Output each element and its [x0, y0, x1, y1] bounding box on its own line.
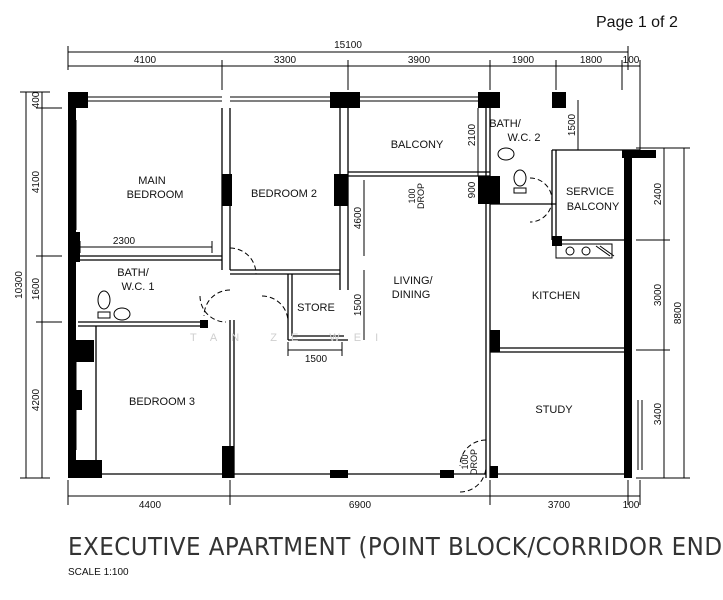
scale-label: SCALE 1:100: [68, 567, 129, 578]
watermark: TAN ZE WEI: [190, 332, 392, 344]
dim-right-2: 3000: [653, 283, 664, 306]
living-label-2: DINING: [392, 289, 431, 301]
drop-2-value: 100: [460, 454, 470, 469]
bath2-label-2: W.C. 2: [507, 132, 540, 144]
living-label-1: LIVING/: [393, 275, 433, 287]
partition-walls: [78, 108, 640, 478]
dim-top-2: 3300: [274, 55, 297, 66]
dim-store-width: 1500: [305, 354, 328, 365]
dim-top-5: 1800: [580, 55, 603, 66]
service-balcony-label-2: BALCONY: [567, 201, 620, 213]
dimension-labels: 15100 4100 3300 3900 1900 1800 100 4400 …: [14, 40, 684, 511]
main-bedroom-label-1: MAIN: [138, 175, 166, 187]
dim-top-3: 3900: [408, 55, 431, 66]
dim-bottom-3: 3700: [548, 500, 571, 511]
structural-walls: [68, 92, 656, 478]
dim-right-total: 8800: [673, 301, 684, 324]
page-indicator: Page 1 of 2: [596, 14, 678, 31]
dim-bottom-4: 100: [623, 500, 640, 511]
dim-bed2-depth: 4600: [353, 206, 364, 229]
dim-top-1: 4100: [134, 55, 157, 66]
plan-title: EXECUTIVE APARTMENT (POINT BLOCK/CORRIDO…: [68, 532, 723, 561]
study-label: STUDY: [535, 404, 573, 416]
dim-bath2-depth: 1500: [567, 113, 578, 136]
drop-1-label: DROP: [416, 183, 426, 209]
dim-left-total: 10300: [14, 271, 25, 299]
dim-balcony-depth: 2100: [467, 123, 478, 146]
drop-1-value: 100: [407, 188, 417, 203]
kitchen-label: KITCHEN: [532, 290, 580, 302]
fixtures: [97, 147, 615, 321]
dim-bottom-1: 4400: [139, 500, 162, 511]
dim-left-2: 4100: [31, 170, 42, 193]
bedroom3-label: BEDROOM 3: [129, 396, 195, 408]
dim-top-total: 15100: [334, 40, 362, 51]
dim-right-1: 2400: [653, 182, 664, 205]
dim-left-4: 4200: [31, 388, 42, 411]
dim-right-3: 3400: [653, 402, 664, 425]
dim-top-6: 100: [623, 55, 640, 66]
dim-top-4: 1900: [512, 55, 535, 66]
service-balcony-label-1: SERVICE: [566, 186, 614, 198]
dim-left-3: 1600: [31, 277, 42, 300]
dimension-lines: [20, 46, 690, 505]
dim-bottom-2: 6900: [349, 500, 372, 511]
doors: [199, 177, 553, 493]
bath1-label-2: W.C. 1: [121, 281, 154, 293]
dim-bath1-width: 2300: [113, 236, 136, 247]
balcony-label: BALCONY: [391, 139, 444, 151]
dim-store-side: 1500: [353, 293, 364, 316]
store-label: STORE: [297, 302, 335, 314]
dim-living-side: 900: [467, 181, 478, 198]
bedroom2-label: BEDROOM 2: [251, 188, 317, 200]
main-bedroom-label-2: BEDROOM: [127, 189, 184, 201]
dim-left-1: 400: [31, 91, 42, 108]
room-labels: MAIN BEDROOM BEDROOM 2 BALCONY BATH/ W.C…: [117, 118, 620, 416]
drop-2-label: DROP: [469, 449, 479, 475]
bath2-label-1: BATH/: [489, 118, 522, 130]
bath1-label-1: BATH/: [117, 267, 150, 279]
